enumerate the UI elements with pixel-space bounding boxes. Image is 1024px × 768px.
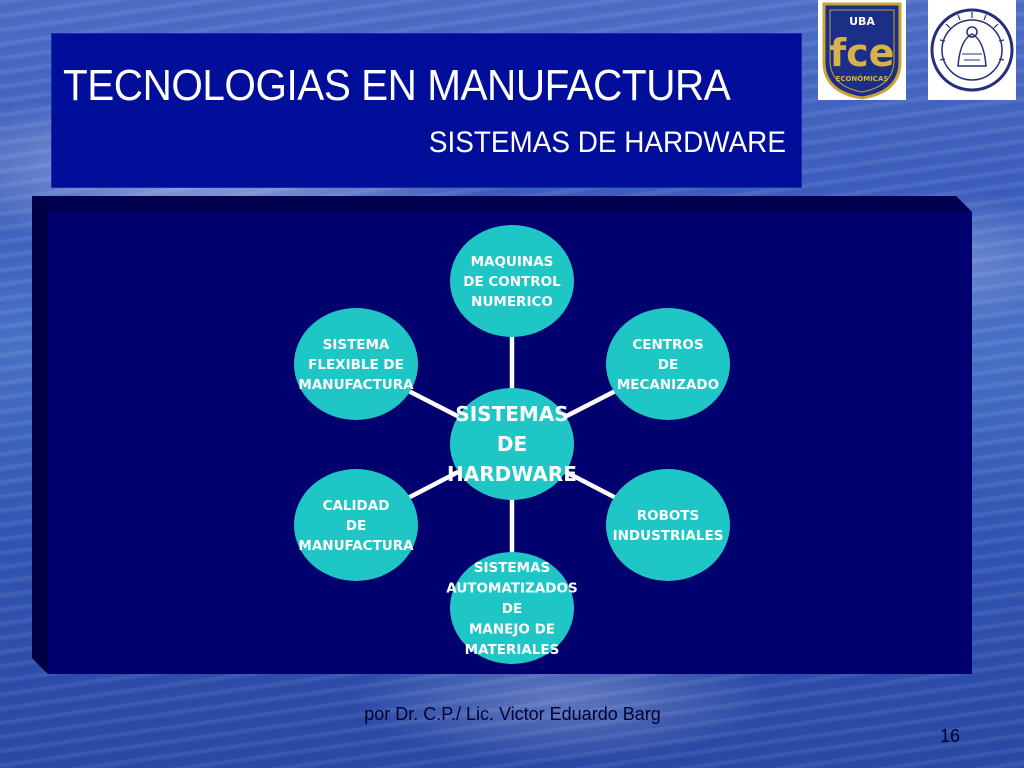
node-label-maquinas-line: NUMERICO	[471, 294, 553, 310]
node-circle-centros	[606, 308, 730, 420]
node-circle-sistema-flexible	[294, 308, 418, 420]
node-label-calidad-line: MANUFACTURA	[298, 538, 414, 554]
node-maquinas: MAQUINAS DE CONTROL NUMERICO	[450, 225, 574, 337]
center-node: SISTEMAS DE HARDWARE	[447, 388, 577, 500]
node-label-maquinas-line: DE CONTROL	[463, 274, 561, 290]
center-node-circle	[450, 388, 574, 500]
center-node-label-line: SISTEMAS	[455, 402, 568, 426]
node-robots: ROBOTS INDUSTRIALES	[606, 469, 730, 581]
hardware-systems-diagram: MAQUINAS DE CONTROL NUMERICO CENTROS DE MECAN…	[32, 196, 972, 674]
node-sistema-flexible: SISTEMA FLEXIBLE DE MANUFACTURA	[294, 308, 418, 420]
node-label-sistemas-automatizados-line: MANEJO DE	[469, 621, 555, 637]
node-label-sistemas-automatizados-line: DE	[502, 601, 522, 617]
node-label-calidad-line: DE	[346, 518, 366, 534]
node-label-sistemas-automatizados-line: AUTOMATIZADOS	[446, 580, 577, 596]
fce-logo-economicas-text: ECONÓMICAS	[836, 74, 889, 83]
diagram-panel: MAQUINAS DE CONTROL NUMERICO CENTROS DE MECAN…	[32, 196, 972, 674]
fce-logo-main-text: fce	[830, 31, 895, 75]
node-label-centros-line: CENTROS	[632, 337, 703, 353]
fce-logo-uba-text: UBA	[849, 15, 875, 28]
node-label-sistemas-automatizados-line: MATERIALES	[465, 642, 560, 658]
node-label-centros-line: DE	[658, 357, 678, 373]
slide-subtitle: SISTEMAS DE HARDWARE	[428, 126, 786, 159]
slide-title: TECNOLOGIAS EN MANUFACTURA	[63, 61, 731, 110]
node-circle-calidad	[294, 469, 418, 581]
node-label-centros-line: MECANIZADO	[617, 377, 719, 393]
node-circle-maquinas	[450, 225, 574, 337]
node-label-robots-line: INDUSTRIALES	[613, 528, 724, 544]
uba-seal-logo	[928, 0, 1016, 100]
node-label-sistema-flexible-line: SISTEMA	[323, 337, 390, 353]
fce-logo: UBA fce ECONÓMICAS	[818, 0, 906, 100]
node-label-sistemas-automatizados-line: SISTEMAS	[474, 560, 551, 576]
node-label-calidad-line: CALIDAD	[323, 498, 390, 514]
node-centros: CENTROS DE MECANIZADO	[606, 308, 730, 420]
node-label-sistema-flexible-line: MANUFACTURA	[298, 377, 414, 393]
title-box: TECNOLOGIAS EN MANUFACTURA SISTEMAS DE H…	[51, 33, 802, 188]
node-label-sistema-flexible-line: FLEXIBLE DE	[308, 357, 404, 373]
center-node-label-line: DE	[497, 432, 527, 456]
node-calidad: CALIDAD DE MANUFACTURA	[294, 469, 418, 581]
node-circle-robots	[606, 469, 730, 581]
page-number: 16	[939, 726, 961, 746]
center-node-label-line: HARDWARE	[447, 462, 577, 486]
author-credit: por Dr. C.P./ Lic. Victor Eduardo Barg	[364, 704, 661, 724]
node-circle-sistemas-automatizados	[450, 552, 574, 664]
node-label-maquinas-line: MAQUINAS	[471, 254, 554, 270]
node-label-robots-line: ROBOTS	[637, 508, 700, 524]
node-sistemas-automatizados: SISTEMAS AUTOMATIZADOS DE MANEJO DE MATERIAL…	[446, 552, 578, 664]
